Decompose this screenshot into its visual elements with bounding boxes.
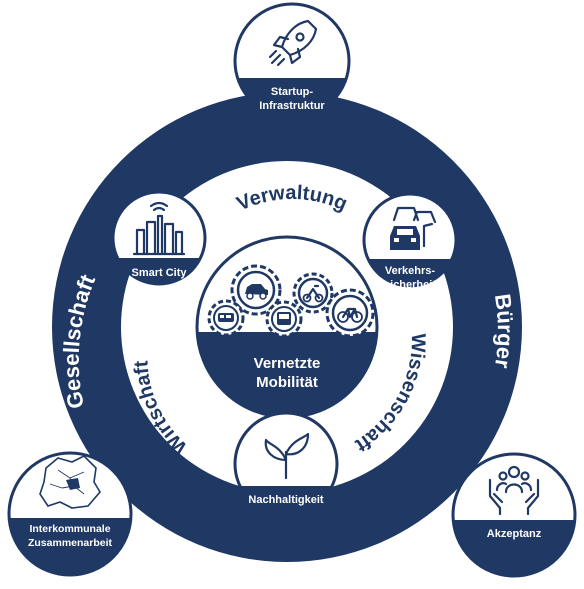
smart-city-label: Smart City [131, 267, 187, 279]
center-title-line1: Vernetzte [254, 355, 321, 372]
center-node: Vernetzte Mobilität [195, 235, 379, 419]
akzeptanz-label: Akzeptanz [487, 528, 542, 540]
verkehr-label-line2: sicherheit [384, 279, 436, 291]
region-map-icon [39, 455, 101, 509]
interkommunal-label-line1: Interkommunale [29, 523, 110, 535]
plant-icon [264, 432, 310, 480]
rocket-icon [268, 19, 318, 67]
center-title-line2: Mobilität [256, 374, 318, 391]
svg-text:Bürger: Bürger [490, 292, 518, 370]
gears-icon [207, 264, 375, 338]
cars-icon [390, 206, 437, 250]
hands-people-icon [488, 465, 540, 516]
startup-label-line2: Infrastruktur [259, 100, 325, 112]
smart-city-icon [132, 201, 186, 256]
interkommunal-label-line2: Zusammenarbeit [28, 537, 113, 549]
ring-label-buerger: Bürger [490, 292, 518, 370]
verkehr-label-line1: Verkehrs- [385, 265, 435, 277]
nachhaltigkeit-label: Nachhaltigkeit [248, 494, 324, 506]
node-nachhaltigkeit: Nachhaltigkeit [233, 411, 339, 517]
startup-label-line1: Startup- [271, 86, 314, 98]
node-akzeptanz: Akzeptanz [451, 452, 577, 578]
